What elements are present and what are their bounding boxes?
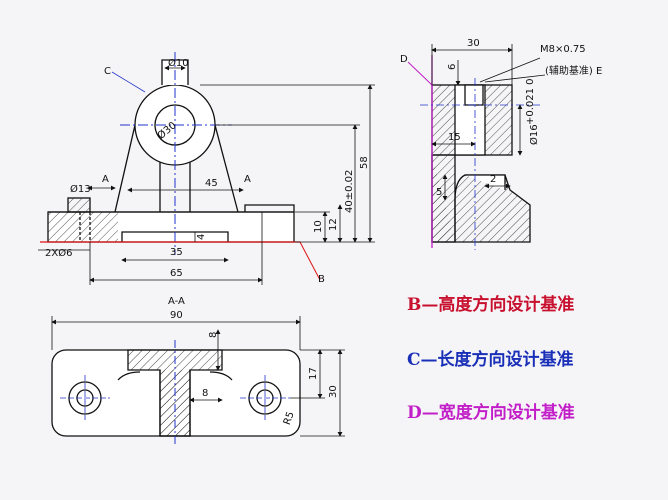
label-b: B bbox=[318, 274, 325, 285]
label-d: D bbox=[400, 54, 408, 65]
dim-h58: 58 bbox=[359, 156, 370, 169]
dim-thread: M8×0.75 bbox=[540, 44, 586, 55]
dim-sec-w8a: 8 bbox=[208, 332, 219, 338]
label-c: C bbox=[104, 66, 111, 77]
label-a-left: A bbox=[102, 174, 109, 185]
dim-h10: 10 bbox=[313, 220, 324, 233]
dim-sec-h30: 30 bbox=[328, 385, 339, 398]
dim-sec-w90: 90 bbox=[170, 310, 183, 321]
legend-b: B—高度方向设计基准 bbox=[407, 294, 574, 315]
dim-aux-datum: (辅助基准) E bbox=[545, 64, 602, 77]
dim-side-tol: +0.021 0 bbox=[525, 78, 536, 125]
section-view bbox=[51, 349, 301, 437]
legend-d: D—宽度方向设计基准 bbox=[407, 402, 575, 423]
label-a-right: A bbox=[244, 174, 251, 185]
dim-sec-r: R5 bbox=[282, 410, 297, 426]
legend: B—高度方向设计基准 C—长度方向设计基准 D—宽度方向设计基准 bbox=[407, 294, 575, 423]
dim-w65: 65 bbox=[170, 268, 183, 279]
dim-sec-w8b: 8 bbox=[202, 388, 208, 399]
dim-d13: Ø13 bbox=[70, 183, 91, 195]
front-view bbox=[47, 59, 295, 243]
dim-w45: 45 bbox=[205, 178, 218, 189]
dim-h4: 4 bbox=[196, 234, 207, 240]
dim-side-w15: 15 bbox=[448, 132, 461, 143]
dim-h40: 40±0.02 bbox=[344, 170, 355, 213]
dim-side-w30: 30 bbox=[467, 38, 480, 49]
dim-side-d6: 6 bbox=[447, 64, 458, 70]
side-view bbox=[431, 84, 531, 243]
dim-sec-h17: 17 bbox=[308, 367, 319, 380]
section-title: A-A bbox=[168, 296, 185, 307]
legend-c: C—长度方向设计基准 bbox=[407, 349, 574, 370]
dim-h12: 12 bbox=[328, 218, 339, 231]
dim-side-w5: 5 bbox=[436, 187, 442, 198]
dim-side-d16: Ø16 bbox=[528, 124, 540, 145]
dim-d10: Ø10 bbox=[168, 57, 189, 69]
dim-side-w2: 2 bbox=[490, 174, 496, 185]
dim-w35: 35 bbox=[170, 247, 183, 258]
dim-holes: 2XØ6 bbox=[45, 247, 72, 259]
